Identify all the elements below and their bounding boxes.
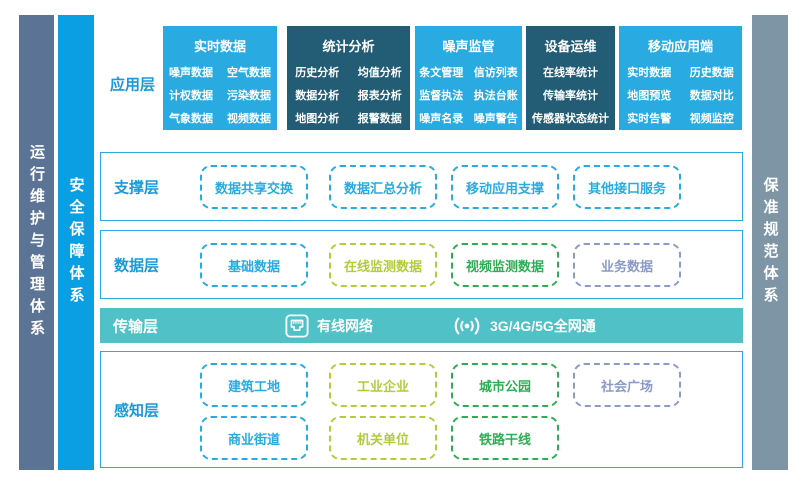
perception-box-public-square: 社会广场	[573, 363, 681, 407]
app-column-device-ops: 设备运维 在线率统计 传输率统计 传感器状态统计	[526, 26, 615, 130]
app-item: 空气数据	[227, 67, 271, 79]
app-item: 污染数据	[227, 90, 271, 102]
app-column-title: 统计分析	[322, 39, 375, 54]
sidebar-standards: 保准规范体系	[752, 15, 788, 470]
data-box-online-monitoring: 在线监测数据	[329, 243, 437, 287]
application-layer-label: 应用层	[110, 76, 156, 94]
app-item: 数据对比	[689, 90, 734, 102]
support-box-data-summary: 数据汇总分析	[329, 165, 437, 209]
transport-wireless-label: 3G/4G/5G全网通	[490, 317, 596, 334]
perception-box-city-park: 城市公园	[451, 363, 559, 407]
app-item: 实时数据	[627, 67, 672, 79]
app-column-realtime-data: 实时数据 噪声数据 空气数据 计权数据 污染数据 气象数据 视频数据	[163, 26, 277, 130]
perception-box-railway-line: 铁路干线	[451, 416, 559, 460]
app-column-title: 实时数据	[193, 39, 246, 54]
app-item: 数据分析	[295, 90, 340, 102]
app-column-title: 噪声监管	[442, 39, 495, 54]
data-layer: 数据层 基础数据 在线监测数据 视频监测数据 业务数据	[100, 230, 743, 299]
perception-box-commercial-street: 商业街道	[200, 416, 308, 460]
app-item: 计权数据	[169, 90, 213, 102]
transport-layer-label: 传输层	[113, 318, 159, 335]
perception-layer: 感知层 建筑工地 工业企业 城市公园 社会广场 商业街道 机关单位 铁路干线	[100, 351, 743, 468]
app-item: 报警数据	[357, 113, 402, 125]
support-layer: 支撑层 数据共享交换 数据汇总分析 移动应用支撑 其他接口服务	[100, 152, 743, 221]
app-item: 监督执法	[419, 90, 464, 102]
app-item: 视频数据	[227, 113, 271, 125]
app-item: 历史分析	[295, 67, 340, 79]
app-column-title: 移动应用端	[647, 39, 713, 54]
app-column-statistics: 统计分析 历史分析 均值分析 数据分析 报表分析 地图分析 报警数据	[287, 26, 410, 130]
sidebar-operation-maintenance-label: 运行维护与管理体系	[28, 143, 45, 342]
app-item: 条文管理	[419, 67, 464, 79]
app-column-items: 历史分析 均值分析 数据分析 报表分析 地图分析 报警数据	[287, 64, 410, 126]
sidebar-operation-maintenance: 运行维护与管理体系	[19, 15, 54, 470]
app-item: 实时告警	[627, 113, 672, 125]
app-item: 报表分析	[357, 90, 402, 102]
perception-box-construction-site: 建筑工地	[200, 363, 308, 407]
app-column-items: 实时数据 历史数据 地图预览 数据对比 实时告警 视频监控	[619, 64, 742, 126]
app-item: 噪声警告	[473, 113, 518, 125]
perception-box-industrial-enterprise: 工业企业	[329, 363, 437, 407]
app-column-mobile-app: 移动应用端 实时数据 历史数据 地图预览 数据对比 实时告警 视频监控	[619, 26, 742, 130]
support-layer-label: 支撑层	[114, 179, 160, 196]
support-box-mobile-support: 移动应用支撑	[451, 165, 559, 209]
app-column-items: 条文管理 信访列表 监督执法 执法台账 噪声名录 噪声警告	[415, 64, 522, 126]
perception-layer-label: 感知层	[114, 402, 160, 419]
app-item: 执法台账	[473, 90, 518, 102]
app-item: 历史数据	[689, 67, 734, 79]
app-item: 在线率统计	[543, 67, 598, 79]
transport-layer: 传输层 有线网络	[100, 308, 743, 343]
sidebar-standards-label: 保准规范体系	[761, 176, 779, 309]
data-layer-label: 数据层	[114, 257, 160, 274]
support-box-other-interfaces: 其他接口服务	[573, 165, 681, 209]
app-item: 地图预览	[627, 90, 672, 102]
app-item: 气象数据	[169, 113, 213, 125]
sidebar-security-assurance: 安全保障体系	[58, 15, 94, 470]
app-item: 传感器状态统计	[532, 113, 609, 125]
perception-box-government-unit: 机关单位	[329, 416, 437, 460]
app-item: 均值分析	[357, 67, 402, 79]
app-column-items: 在线率统计 传输率统计 传感器状态统计	[526, 64, 615, 126]
app-column-items: 噪声数据 空气数据 计权数据 污染数据 气象数据 视频数据	[163, 64, 277, 126]
app-item: 视频监控	[689, 113, 734, 125]
ethernet-port-icon	[285, 313, 309, 338]
app-item: 噪声数据	[169, 67, 213, 79]
app-item: 地图分析	[295, 113, 340, 125]
app-column-title: 设备运维	[544, 39, 597, 54]
data-box-basic-data: 基础数据	[200, 243, 308, 287]
support-box-data-sharing: 数据共享交换	[200, 165, 308, 209]
transport-wired-label: 有线网络	[317, 317, 373, 334]
data-box-business-data: 业务数据	[573, 243, 681, 287]
app-item: 噪声名录	[419, 113, 464, 125]
app-item: 传输率统计	[543, 90, 598, 102]
transport-wired-network: 有线网络	[285, 308, 373, 343]
app-column-noise-supervision: 噪声监管 条文管理 信访列表 监督执法 执法台账 噪声名录 噪声警告	[415, 26, 522, 130]
app-item: 信访列表	[473, 67, 518, 79]
wireless-signal-icon	[452, 314, 482, 338]
application-layer: 应用层 实时数据 噪声数据 空气数据 计权数据 污染数据 气象数据 视频数据 统…	[100, 26, 743, 130]
sidebar-security-assurance-label: 安全保障体系	[67, 176, 85, 309]
data-box-video-monitoring: 视频监测数据	[451, 243, 559, 287]
transport-wireless-network: 3G/4G/5G全网通	[452, 308, 596, 343]
